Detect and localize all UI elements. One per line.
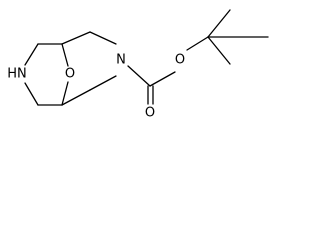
bond-c6-n: [89, 75, 117, 91]
ring-oxygen-label: O: [65, 67, 75, 82]
carbonyl-oxygen-label: O: [145, 106, 155, 121]
bond-c4-c6: [61, 89, 91, 106]
bond-ester-o-quaternary-c: [186, 36, 209, 51]
bond-tbu-methyl-down: [207, 36, 231, 65]
right-ring: [61, 31, 117, 106]
bond-c1-o: [61, 43, 69, 67]
bond-c1-c5: [61, 31, 91, 45]
oxygen-bridge: [61, 43, 69, 106]
structure-diagram: HN O N O O: [7, 9, 269, 121]
boc-group: [127, 9, 269, 105]
ring-nitrogen-label: N: [116, 53, 126, 68]
bond-c2-nh: [24, 43, 39, 66]
nh-label: HN: [7, 67, 27, 82]
bond-c5-n: [89, 31, 117, 45]
ester-oxygen-label: O: [175, 53, 185, 68]
left-ring: [24, 43, 63, 106]
bond-carbonyl-ester-o: [149, 71, 176, 87]
bond-nh-c3: [24, 82, 39, 106]
bond-tbu-methyl-up: [207, 9, 231, 38]
bond-n-carbonyl: [127, 65, 151, 87]
bond-o-c4: [61, 81, 69, 106]
